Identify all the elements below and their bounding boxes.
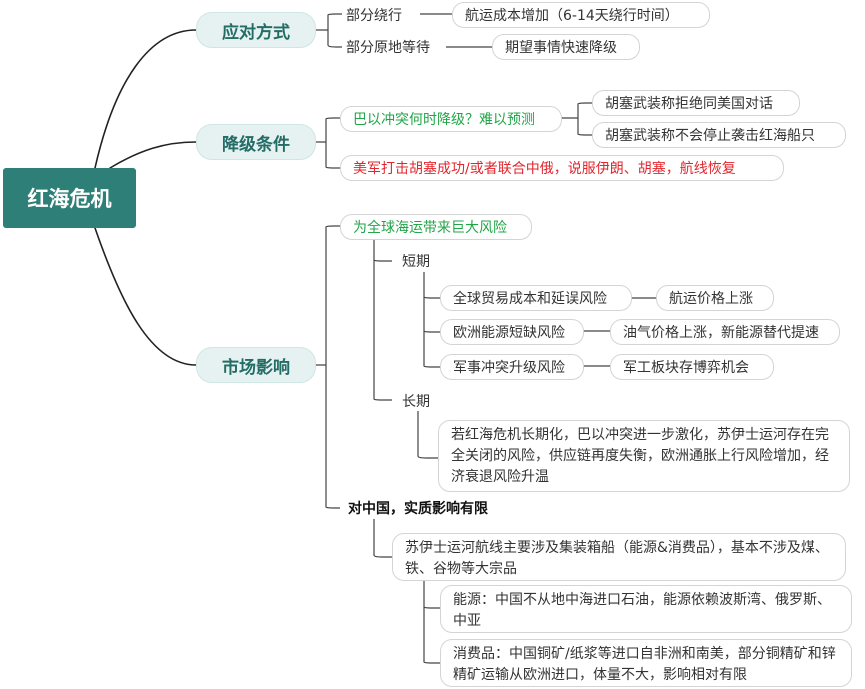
node-military-escalation-note[interactable]: 军工板块存博弈机会 — [610, 354, 774, 380]
branch-deescalation[interactable]: 降级条件 — [196, 124, 316, 160]
node-detour-note[interactable]: 航运成本增加（6-14天绕行时间） — [452, 2, 710, 28]
node-us-strike-condition[interactable]: 美军打击胡塞成功/或者联合中俄，说服伊朗、胡塞，航线恢复 — [340, 155, 784, 181]
node-energy-shortage-risk[interactable]: 欧洲能源短缺风险 — [440, 319, 584, 345]
node-long-term-note[interactable]: 若红海危机长期化，巴以冲突进一步激化，苏伊士运河存在完全关闭的风险，供应链再度失… — [438, 420, 850, 492]
node-short-term[interactable]: 短期 — [402, 254, 430, 270]
root-topic[interactable]: 红海危机 — [3, 168, 136, 228]
node-energy-shortage-note[interactable]: 油气价格上涨，新能源替代提速 — [610, 319, 840, 345]
node-trade-cost-note[interactable]: 航运价格上涨 — [656, 285, 774, 311]
node-deescalation-question[interactable]: 巴以冲突何时降级？难以预测 — [340, 106, 562, 132]
node-houthi-refuse-dialogue[interactable]: 胡塞武装称拒绝同美国对话 — [592, 90, 800, 116]
wire-root-coping — [94, 29, 197, 169]
node-wait-note[interactable]: 期望事情快速降级 — [492, 34, 640, 60]
node-wait[interactable]: 部分原地等待 — [346, 40, 430, 56]
node-china-consumer[interactable]: 消费品：中国铜矿/纸浆等进口自非洲和南美，部分铜精矿和锌精矿运输从欧洲进口，体量… — [440, 639, 852, 687]
node-military-escalation-risk[interactable]: 军事冲突升级风险 — [440, 354, 584, 380]
node-detour[interactable]: 部分绕行 — [346, 8, 402, 24]
node-china-impact[interactable]: 对中国，实质影响有限 — [348, 501, 488, 517]
node-china-impact-note[interactable]: 苏伊士运河航线主要涉及集装箱船（能源&消费品），基本不涉及煤、铁、谷物等大宗品 — [392, 533, 846, 581]
node-houthi-continue-attacks[interactable]: 胡塞武装称不会停止袭击红海船只 — [592, 122, 846, 148]
node-global-shipping-risk[interactable]: 为全球海运带来巨大风险 — [340, 214, 532, 240]
node-long-term[interactable]: 长期 — [402, 394, 430, 410]
node-trade-cost-risk[interactable]: 全球贸易成本和延误风险 — [440, 285, 632, 311]
branch-coping[interactable]: 应对方式 — [196, 12, 316, 48]
node-china-energy[interactable]: 能源：中国不从地中海进口石油，能源依赖波斯湾、俄罗斯、中亚 — [440, 585, 852, 633]
branch-market[interactable]: 市场影响 — [196, 347, 316, 383]
wire-root-deescalation — [109, 141, 197, 169]
wire-root-market — [94, 227, 197, 366]
